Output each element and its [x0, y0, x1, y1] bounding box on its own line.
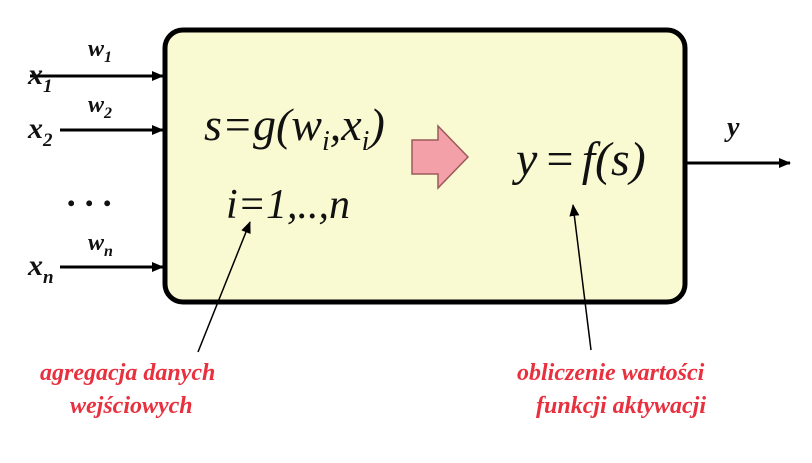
aggregation-pointer: [197, 221, 251, 353]
svg-text:w2: w2: [88, 92, 112, 122]
svg-text:wn: wn: [88, 230, 113, 260]
input-2-x: x: [27, 112, 43, 145]
activation-note-line-2: funkcji aktywacji: [536, 393, 706, 419]
output-label: y: [724, 112, 740, 143]
input-n-weight: w: [88, 230, 105, 256]
input-1: x1 w1: [27, 36, 164, 97]
svg-text:x2: x2: [27, 112, 53, 151]
input-1-x-sub: 1: [43, 76, 53, 97]
aggregation-formula: s=g(wi,xi): [204, 99, 385, 157]
inputs-ellipsis: . . .: [68, 174, 113, 214]
input-n: xn wn: [27, 230, 164, 288]
activation-note-line-1: obliczenie wartości: [517, 360, 705, 386]
aggregation-range: i=1,..,n: [226, 182, 350, 228]
activation-formula: y=f(s): [511, 133, 646, 186]
input-n-weight-sub: n: [104, 243, 113, 260]
input-n-x: x: [27, 249, 43, 282]
input-2-weight-sub: 2: [103, 105, 112, 122]
aggregation-note-line-2: wejściowych: [70, 393, 193, 419]
input-1-x: x: [27, 58, 43, 91]
input-2: x2 w2: [27, 92, 164, 151]
svg-text:x1: x1: [27, 58, 53, 97]
aggregation-note-line-1: agregacja danych: [40, 360, 215, 386]
svg-text:xn: xn: [27, 249, 54, 288]
input-1-weight: w: [88, 36, 105, 62]
input-1-weight-sub: 1: [104, 49, 112, 66]
activation-pointer: [569, 204, 592, 351]
input-n-x-sub: n: [43, 267, 54, 288]
process-arrow: [411, 124, 470, 190]
input-2-weight: w: [88, 92, 105, 118]
svg-text:w1: w1: [88, 36, 112, 66]
input-2-x-sub: 2: [42, 130, 53, 151]
